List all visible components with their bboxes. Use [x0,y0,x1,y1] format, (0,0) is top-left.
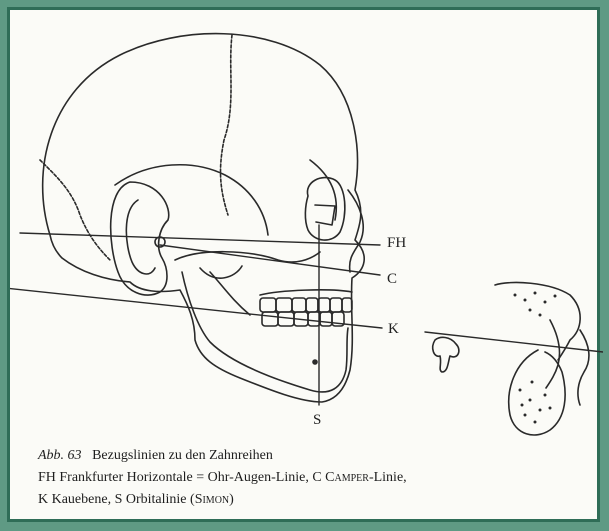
label-k: K [388,322,399,337]
caption-text: ) [229,492,234,507]
cranium-outline [43,34,365,402]
nasal-bone [348,190,363,272]
lambdoid-suture [40,160,110,260]
section-lower [509,350,565,435]
caption-line-3: K Kauebene, S Orbitalinie (Simon) [38,489,588,511]
label-s: S [313,413,321,428]
line-k-right [425,332,603,352]
mental-foramen [313,360,317,364]
ear-outline [111,182,169,295]
caption-title: Bezugslinien zu den Zahnreihen [92,448,273,463]
camper-name: Camper [325,470,369,485]
simon-name: Simon [195,492,229,507]
mandible-ramus [210,272,250,315]
label-c: C [387,272,397,287]
caption-text: K Kauebene, S Orbitalinie ( [38,492,195,507]
line-c [160,245,380,275]
tooth-sketch [433,337,459,372]
maxilla [260,290,352,295]
caption-text: -Linie, [369,470,407,485]
caption-line-1: Abb. 63 Bezugslinien zu den Zahnreihen [38,445,588,467]
orbit-inner [315,205,335,225]
line-k [10,288,382,328]
coronal-suture [221,35,232,215]
figure-card: FH C K S Abb. 63 Bezugslinien zu den Zah… [7,7,600,522]
section-stipple [514,292,557,424]
label-fh: FH [387,236,406,251]
cheek-bone [200,266,242,278]
orbit [305,178,345,240]
figure-caption: Abb. 63 Bezugslinien zu den Zahnreihen F… [38,445,588,511]
line-fh [20,233,380,245]
caption-text: FH Frankfurter Horizontale = Ohr-Augen-L… [38,470,325,485]
section-lip [578,330,589,405]
upper-teeth [260,298,352,312]
skull-illustration [10,10,603,440]
caption-line-2: FH Frankfurter Horizontale = Ohr-Augen-L… [38,467,588,489]
figure-number: Abb. 63 [38,448,82,463]
zygomatic-suture [310,160,336,220]
